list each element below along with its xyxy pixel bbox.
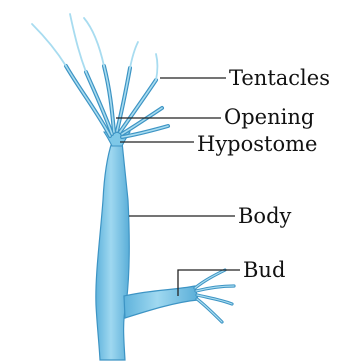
label-opening: Opening bbox=[224, 106, 314, 128]
tentacle-tips bbox=[32, 14, 158, 80]
tentacles-group bbox=[66, 66, 168, 137]
hydra-bud bbox=[124, 286, 198, 318]
hydra-body bbox=[96, 142, 129, 360]
label-tentacles: Tentacles bbox=[229, 67, 330, 89]
label-hypostome: Hypostome bbox=[197, 133, 317, 155]
label-body: Body bbox=[238, 205, 291, 227]
label-bud: Bud bbox=[243, 259, 285, 281]
